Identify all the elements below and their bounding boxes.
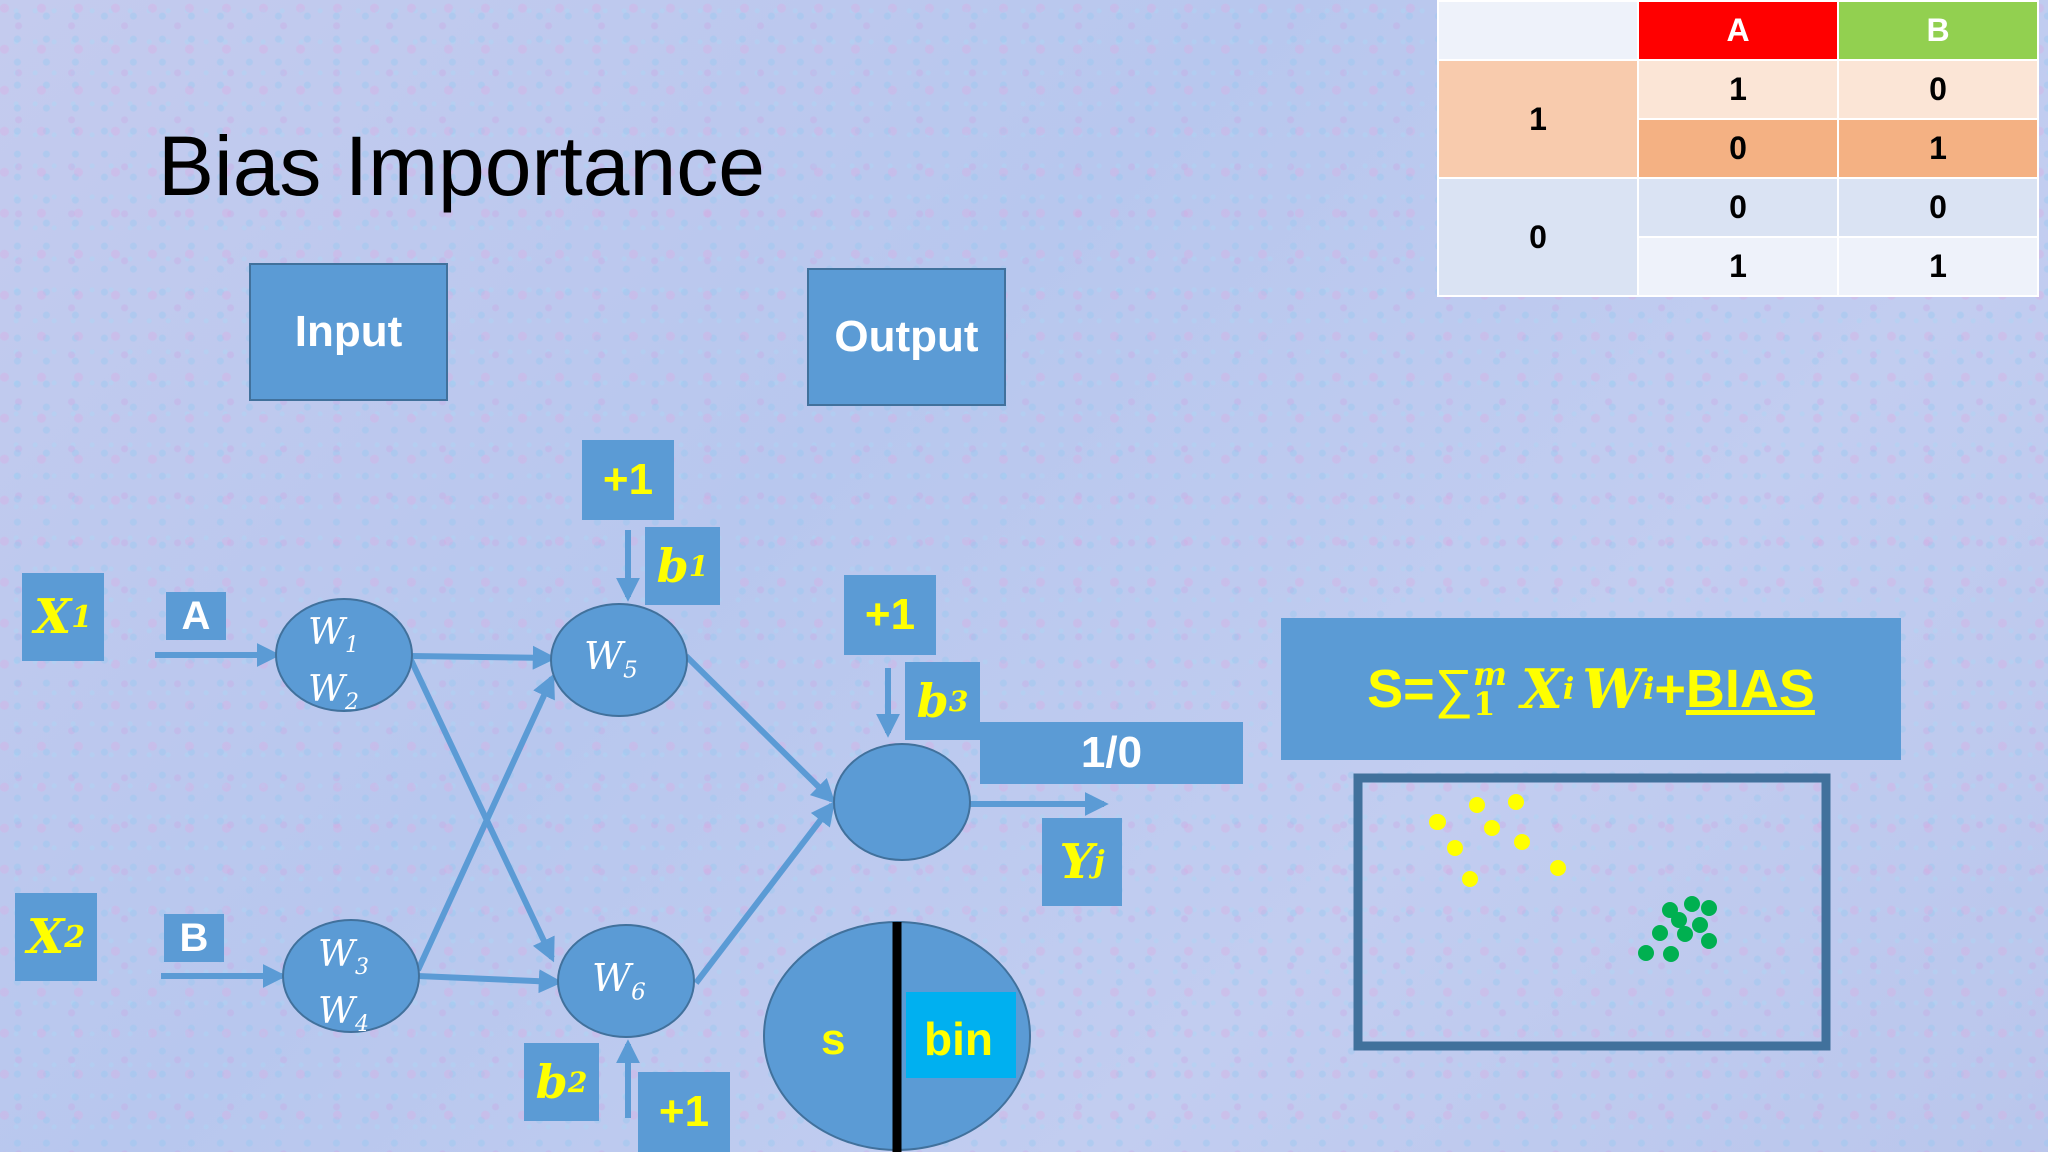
scatter-point-yellow <box>1430 814 1446 830</box>
edge-n1-to-n5 <box>410 645 557 670</box>
node-w5 <box>550 603 688 717</box>
truth-table-group-label: 0 <box>1437 177 1639 297</box>
scatter-point-green <box>1663 946 1679 962</box>
truth-table-group-label: 1 <box>1437 59 1639 179</box>
w4-label: W4 <box>318 991 370 1038</box>
formula-plus: + <box>1654 659 1686 719</box>
bias-plus-one-top: +1 <box>582 440 674 520</box>
slide-title: Bias Importance <box>158 119 765 213</box>
scatter-point-yellow <box>1469 797 1485 813</box>
scatter-frame <box>1353 773 1831 1051</box>
truth-table-cell: 1 <box>1637 59 1839 120</box>
formula-bias: BIAS <box>1685 659 1815 719</box>
bias-plus-one-output: +1 <box>844 575 936 655</box>
node-output <box>833 743 971 861</box>
w5-label: W5 <box>584 634 638 684</box>
formula-sum-symbol: ∑ <box>1434 659 1474 719</box>
w1-label: W1 <box>308 612 360 659</box>
scatter-point-green <box>1671 912 1687 928</box>
truth-table-row: 1 1 <box>1438 236 2039 297</box>
w6-label: W6 <box>592 956 646 1006</box>
truth-table-cell: 1 <box>1837 236 2039 297</box>
node-w1-w2 <box>275 598 413 712</box>
node-w3-w4 <box>282 919 420 1033</box>
output-header: Output <box>807 268 1006 406</box>
truth-table-row: 0 0 0 <box>1437 177 2039 297</box>
truth-table-cell: 1 <box>1637 236 1839 297</box>
scatter-point-yellow <box>1462 871 1478 887</box>
scatter-point-green <box>1701 900 1717 916</box>
scatter-point-yellow <box>1508 794 1524 810</box>
formula-x: X <box>1520 657 1563 721</box>
node-w6 <box>557 924 695 1038</box>
scatter-point-yellow <box>1447 840 1463 856</box>
scatter-point-yellow <box>1484 820 1500 836</box>
input-header-label: Input <box>294 307 403 356</box>
truth-table: A B 1 1 0 0 1 0 0 0 1 1 <box>1437 0 2039 297</box>
split-circle-bin-label: bin <box>924 1013 993 1065</box>
split-circle-s-label: s <box>821 1015 846 1064</box>
edge-n3-to-n6 <box>417 969 563 994</box>
formula-sum-sup: m <box>1473 655 1507 693</box>
w2-label: W2 <box>308 669 360 716</box>
scatter-point-green <box>1638 945 1654 961</box>
formula-sum-limits: m 1 <box>1473 655 1507 723</box>
edge-n6-to-out <box>693 801 835 985</box>
truth-table-header-row: A B <box>1437 0 2039 61</box>
w3-label: W3 <box>318 934 370 981</box>
formula-w-sub: i <box>1642 671 1655 707</box>
input-header: Input <box>249 263 448 401</box>
formula-sum-sub: 1 <box>1473 685 1496 723</box>
truth-table-cell: 1 <box>1837 118 2039 179</box>
node-w1-w2-labels: W1 W2 <box>308 611 359 725</box>
truth-table-header-b: B <box>1837 0 2039 61</box>
scatter-points <box>1429 794 1717 962</box>
scatter-point-green <box>1684 896 1700 912</box>
scatter-point-green <box>1677 926 1693 942</box>
output-header-label: Output <box>834 312 979 361</box>
input-b-box: B <box>164 914 224 962</box>
output-value-box: 1/0 <box>980 722 1243 784</box>
truth-table-cell: 0 <box>1637 118 1839 179</box>
truth-table-cell: 0 <box>1837 177 2039 238</box>
node-w3-w4-labels: W3 W4 <box>318 933 369 1047</box>
truth-table-header-a: A <box>1637 0 1839 61</box>
truth-table-cell: 0 <box>1837 59 2039 120</box>
edge-n3-to-n5 <box>415 673 555 972</box>
edge-n5-to-out <box>683 653 836 804</box>
edge-n1-to-n6 <box>408 658 555 963</box>
scatter-point-yellow <box>1550 860 1566 876</box>
formula-x-sub: i <box>1562 671 1575 707</box>
formula-lhs: S= <box>1367 659 1435 719</box>
truth-table-corner-cell <box>1437 0 1639 61</box>
bin-highlight <box>906 992 1016 1078</box>
truth-table-cell: 0 <box>1637 177 1839 238</box>
truth-table-row: 0 1 <box>1438 118 2039 179</box>
scatter-point-green <box>1701 933 1717 949</box>
scatter-point-yellow <box>1514 834 1530 850</box>
truth-table-row: 1 1 0 <box>1437 59 2039 179</box>
bias-plus-one-bottom: +1 <box>638 1072 730 1152</box>
formula-w: W <box>1582 657 1643 721</box>
scatter-point-green <box>1652 925 1668 941</box>
scatter-point-green <box>1692 917 1708 933</box>
formula-box: S= ∑ m 1 X i W i + BIAS <box>1281 618 1901 760</box>
input-a-box: A <box>166 592 226 640</box>
